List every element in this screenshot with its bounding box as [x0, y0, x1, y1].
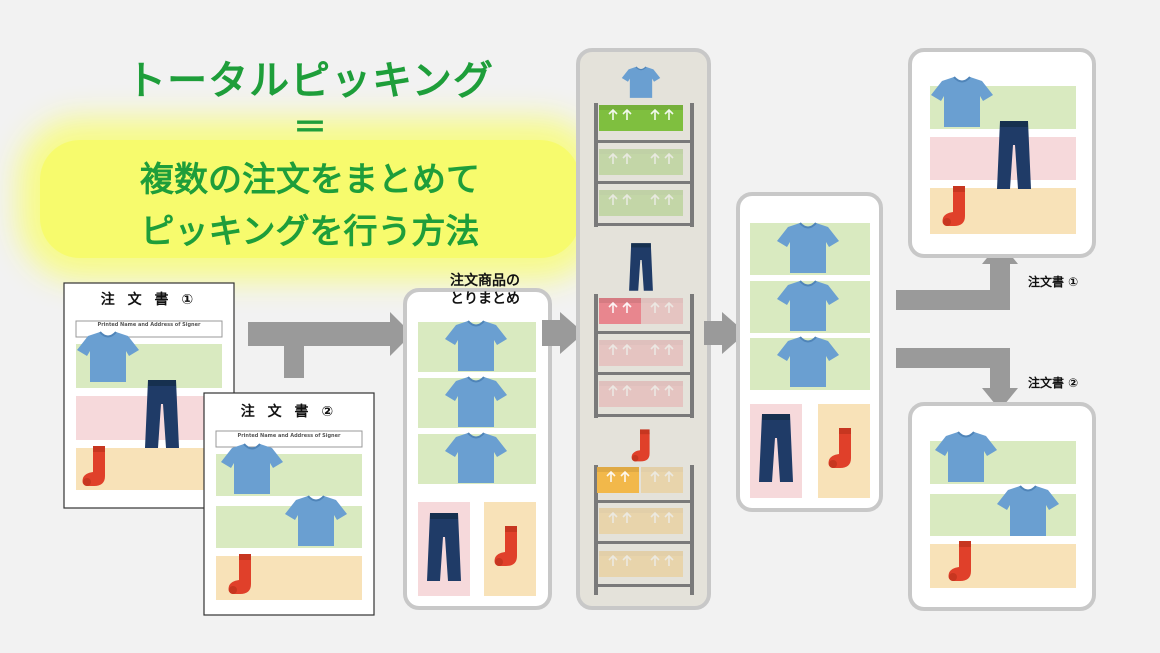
cardboard-box-icon: [598, 380, 642, 408]
cardboard-box-icon: [598, 550, 642, 578]
order-sheet-2-subtitle: Printed Name and Address of Signer: [237, 433, 341, 439]
cardboard-box-icon: [640, 297, 684, 325]
cardboard-box-icon: [598, 297, 642, 325]
cardboard-box-icon: [640, 104, 684, 132]
title-line-4: ピッキングを行う方法: [140, 212, 480, 252]
order-sheet-2: [203, 392, 375, 616]
arrow-right-icon: [248, 312, 412, 378]
cardboard-box-icon: [596, 466, 640, 494]
cardboard-box-icon: [598, 339, 642, 367]
title-line-1: トータルピッキング: [126, 58, 494, 104]
output-order-2: [908, 402, 1096, 611]
output-1-label: 注文書 ①: [1028, 275, 1079, 289]
cardboard-box-icon: [640, 148, 684, 176]
collection-label: 注文商品の とりまとめ: [450, 273, 520, 307]
title-line-2: ＝: [293, 108, 327, 148]
output-order-1: [908, 48, 1096, 258]
output-2-label: 注文書 ②: [1028, 376, 1079, 390]
order-sheet-1-subtitle: Printed Name and Address of Signer: [97, 322, 201, 328]
order-sheet-2-title: 注 文 書 ②: [240, 404, 338, 420]
cardboard-box-icon: [640, 380, 684, 408]
title-highlight: [40, 140, 580, 258]
collection-box: [403, 288, 552, 610]
cardboard-box-icon: [640, 550, 684, 578]
picked-items-box: [736, 192, 883, 512]
arrow-right-icon: [542, 312, 584, 354]
cardboard-box-icon: [640, 339, 684, 367]
cardboard-box-icon: [598, 507, 642, 535]
cardboard-box-icon: [640, 189, 684, 217]
cardboard-box-icon: [640, 466, 684, 494]
arrow-right-icon: [896, 242, 1018, 310]
order-sheet-1-title: 注 文 書 ①: [100, 292, 198, 308]
title-line-3: 複数の注文をまとめて: [140, 160, 480, 200]
cardboard-box-icon: [640, 507, 684, 535]
arrow-right-icon: [704, 312, 746, 354]
arrow-right-icon: [896, 348, 1018, 410]
